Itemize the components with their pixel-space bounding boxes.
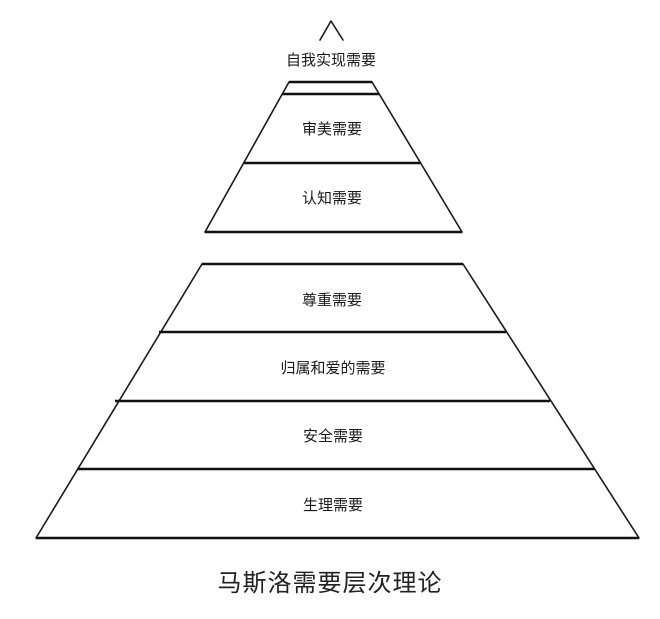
lower-pyramid: 尊重需要 归属和爱的需要 安全需要 生理需要 [35,262,640,540]
level-label-self-actualization: 自我实现需要 [286,51,376,69]
upper-pyramid: 自我实现需要 审美需要 认知需要 [204,20,463,234]
level-label-cognitive: 认知需要 [302,189,362,207]
level-label-belonging: 归属和爱的需要 [280,359,385,377]
level-label-safety: 安全需要 [303,427,363,445]
apex-caret [319,20,344,41]
level-label-physiological: 生理需要 [303,496,363,514]
diagram-caption: 马斯洛需要层次理论 [217,569,443,597]
level-label-aesthetic: 审美需要 [302,120,362,138]
upper-pyramid-outline [204,81,463,233]
level-label-esteem: 尊重需要 [302,291,362,309]
